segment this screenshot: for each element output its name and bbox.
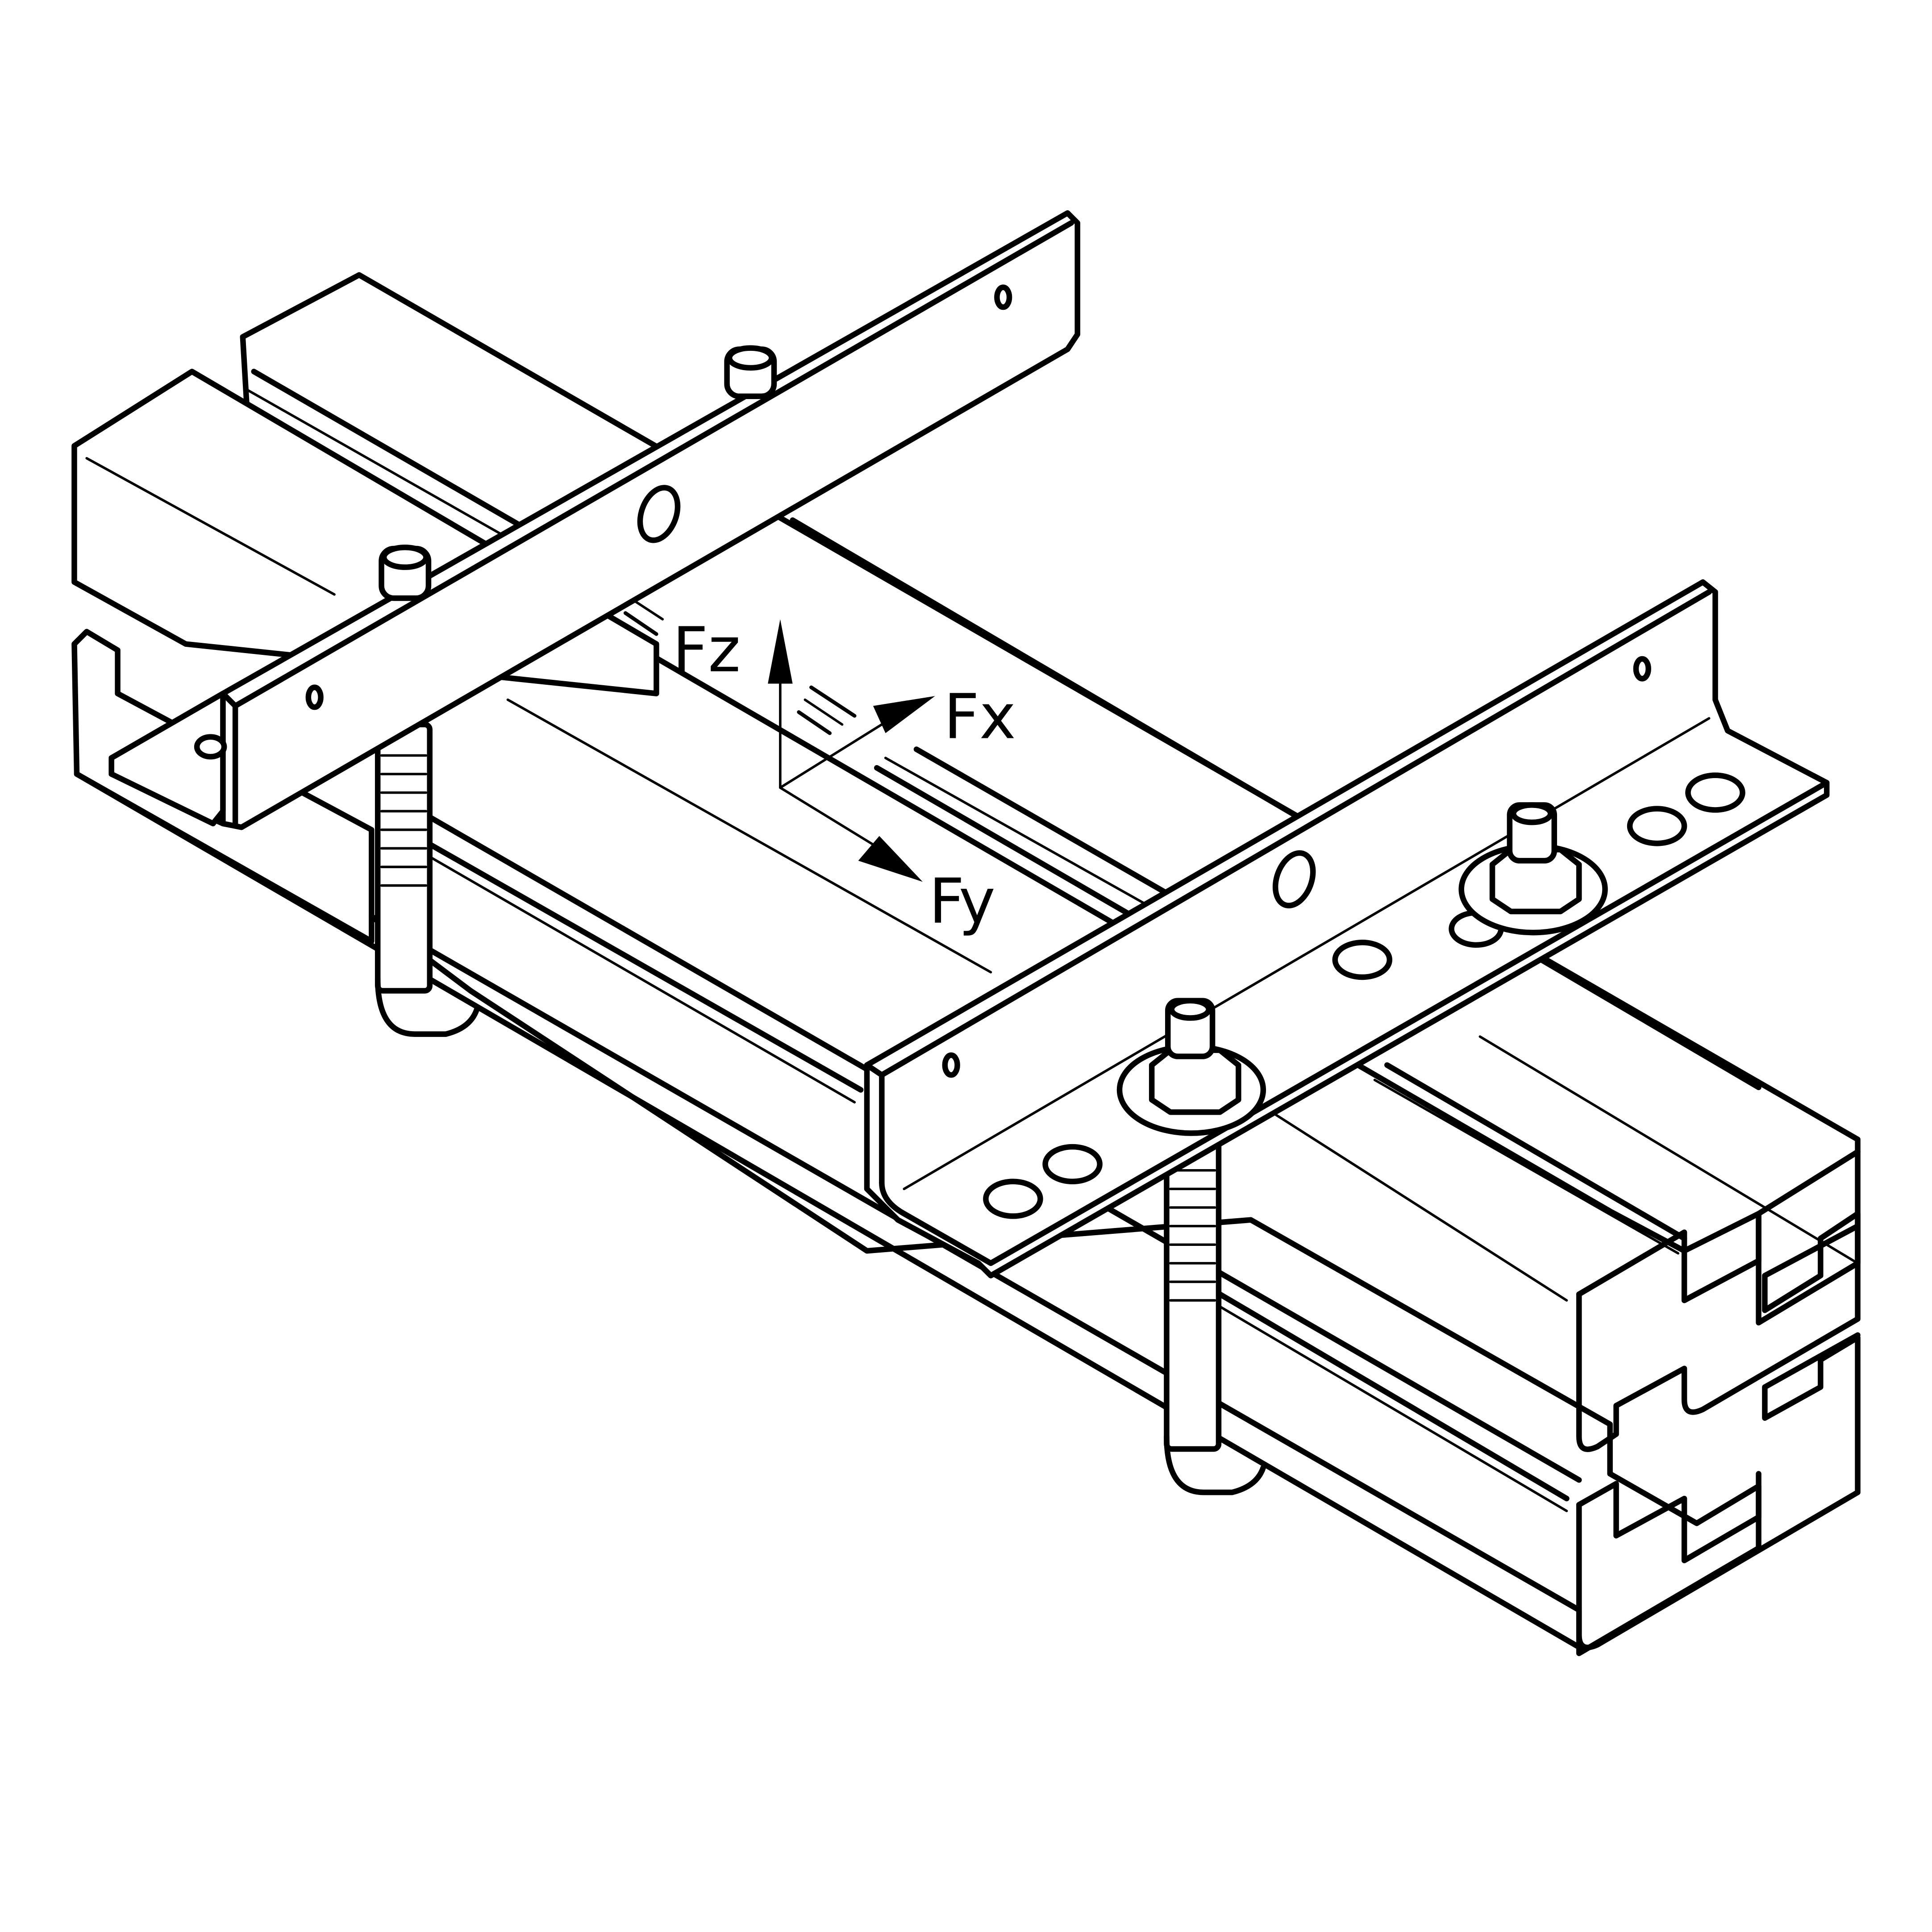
fx-label: Fx	[944, 681, 1016, 753]
fy-arrow-icon	[858, 836, 923, 882]
fy-label: Fy	[929, 865, 995, 937]
fx-arrow-icon	[873, 696, 935, 733]
fz-label: Fz	[672, 614, 741, 686]
angle-bracket-left	[108, 210, 1080, 830]
hex-nut-with-washer-rear	[1458, 802, 1608, 936]
slot-holes	[983, 772, 1745, 1219]
bolt-head-upper-left	[379, 545, 432, 601]
double-strut-channel	[71, 272, 1861, 1657]
fz-arrow-icon	[768, 619, 793, 684]
bolt-head-upper-rear	[724, 345, 777, 400]
force-axes: Fz Fx Fy	[623, 599, 1016, 937]
hex-nut-with-washer-front	[1116, 998, 1266, 1136]
angle-bracket-right	[864, 579, 1830, 1278]
